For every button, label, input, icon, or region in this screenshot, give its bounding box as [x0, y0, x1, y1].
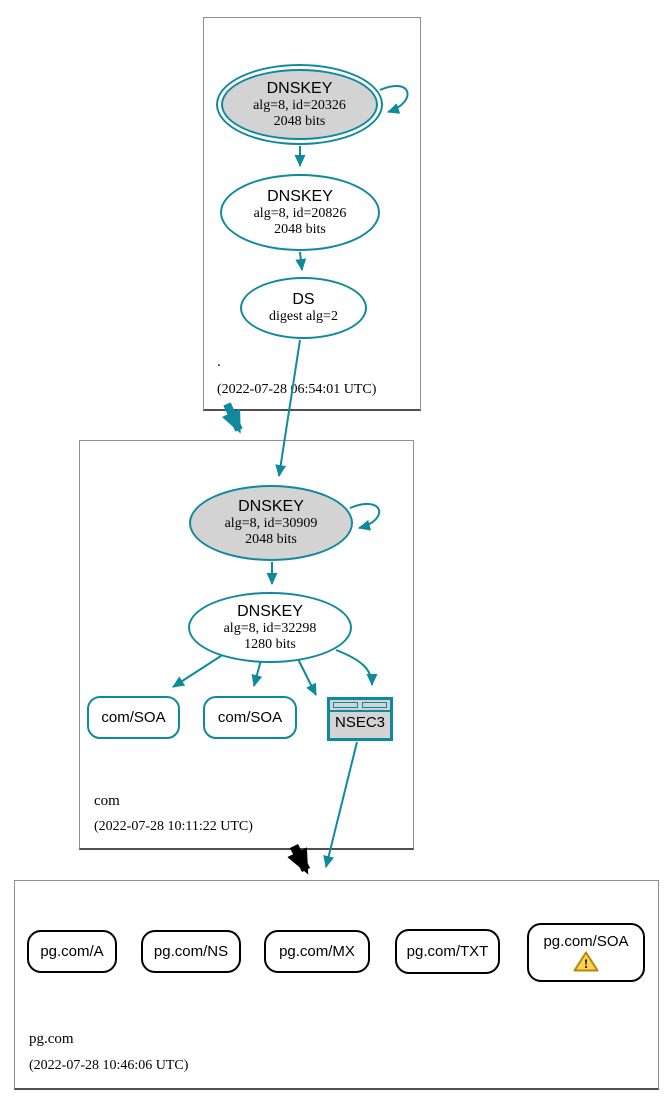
zone-label-pg-com: pg.com: [29, 1031, 74, 1047]
nsec3-cell-1: [333, 702, 358, 708]
node-com-nsec3[interactable]: NSEC3: [327, 697, 393, 741]
com-ksk-detail1: alg=8, id=30909: [224, 516, 318, 531]
zone-timestamp-root: (2022-07-28 06:54:01 UTC): [217, 382, 377, 397]
root-ds-detail1: digest alg=2: [269, 309, 338, 324]
node-root-zsk[interactable]: DNSKEY alg=8, id=20826 2048 bits: [220, 174, 380, 251]
warning-icon: !: [573, 951, 599, 972]
warning-mark: !: [584, 956, 588, 971]
root-ksk-detail2: 2048 bits: [273, 113, 326, 129]
root-zsk-detail2: 2048 bits: [274, 221, 326, 237]
node-com-zsk[interactable]: DNSKEY alg=8, id=32298 1280 bits: [188, 592, 352, 663]
com-soa-1-label: com/SOA: [101, 709, 166, 726]
pg-com-ns-label: pg.com/NS: [153, 943, 229, 960]
node-pg-com-ns[interactable]: pg.com/NS: [141, 930, 241, 973]
node-root-ds[interactable]: DS digest alg=2: [240, 277, 367, 339]
zone-timestamp-com: (2022-07-28 10:11:22 UTC): [94, 819, 253, 834]
node-pg-com-txt[interactable]: pg.com/TXT: [395, 929, 500, 974]
com-soa-2-label: com/SOA: [217, 709, 283, 726]
com-zsk-title: DNSKEY: [237, 602, 303, 620]
nsec3-header-cells: [330, 700, 390, 712]
nsec3-cell-2: [362, 702, 387, 708]
pg-com-soa-label: pg.com/SOA: [543, 933, 629, 950]
node-pg-com-mx[interactable]: pg.com/MX: [264, 930, 370, 973]
node-com-ksk[interactable]: DNSKEY alg=8, id=30909 2048 bits: [189, 485, 353, 561]
com-zsk-detail1: alg=8, id=32298: [223, 620, 317, 636]
zone-timestamp-pg-com: (2022-07-28 10:46:06 UTC): [29, 1058, 189, 1073]
node-pg-com-soa[interactable]: pg.com/SOA !: [527, 923, 645, 982]
node-com-soa-2[interactable]: com/SOA: [203, 696, 297, 739]
root-ksk-inner-ring: [221, 69, 378, 140]
root-ksk-title: DNSKEY: [266, 79, 333, 97]
node-com-soa-1[interactable]: com/SOA: [87, 696, 180, 739]
root-ds-title: DS: [292, 291, 315, 308]
root-ksk-detail1: alg=8, id=20326: [253, 97, 346, 113]
zone-label-root: .: [217, 354, 221, 370]
root-zsk-detail1: alg=8, id=20826: [253, 205, 347, 221]
pg-com-txt-label: pg.com/TXT: [406, 943, 489, 960]
node-root-ksk[interactable]: DNSKEY alg=8, id=20326 2048 bits: [216, 64, 383, 145]
pg-com-mx-label: pg.com/MX: [279, 943, 355, 960]
pg-com-a-label: pg.com/A: [40, 943, 104, 960]
zone-box-pg-com: [14, 880, 659, 1090]
zone-label-com: com: [94, 793, 120, 809]
node-pg-com-a[interactable]: pg.com/A: [27, 930, 117, 973]
com-ksk-detail2: 2048 bits: [245, 532, 297, 547]
root-zsk-title: DNSKEY: [267, 187, 333, 205]
com-zsk-detail2: 1280 bits: [244, 636, 296, 652]
nsec3-label: NSEC3: [334, 714, 386, 731]
com-ksk-title: DNSKEY: [238, 498, 304, 515]
